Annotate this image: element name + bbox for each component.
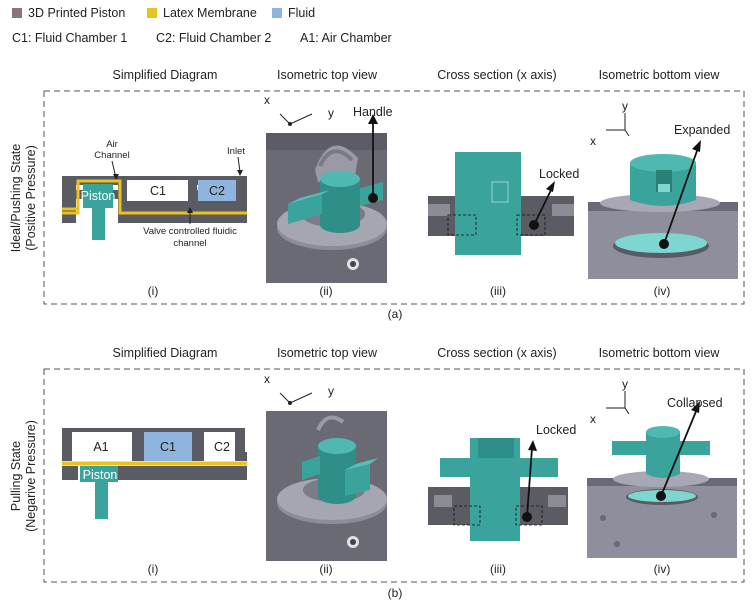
piston-stem-b	[95, 482, 108, 519]
bottom-view-callout: Expanded	[674, 123, 730, 137]
panel-a-state-line2: (Positive Pressure)	[24, 145, 38, 251]
label-c2-b: C2	[214, 440, 230, 454]
top-view-callout: Handle	[353, 105, 393, 119]
column-title-top-view: Isometric top view	[277, 68, 378, 82]
column-title-simplified: Simplified Diagram	[113, 68, 218, 82]
panel-b-sublabel-i: (i)	[148, 562, 159, 576]
panel-a-simplified-diagram: Piston C1 C2 Air Channel Inlet Valve con…	[62, 139, 247, 249]
top-view-axis-y-b: y	[328, 384, 334, 398]
legend: 3D Printed Piston Latex Membrane Fluid C…	[12, 6, 392, 45]
collapsed-marker	[656, 491, 666, 501]
panel-b-state-line2: (Negarive Pressure)	[24, 420, 38, 532]
label-valve-line2: channel	[173, 238, 206, 249]
fluid-chamber-c2	[198, 180, 236, 201]
handle-marker	[368, 193, 378, 203]
panel-a-bottom-view: y x Expanded	[588, 99, 738, 279]
column-title-top-view-b: Isometric top view	[277, 346, 378, 360]
panel-b-sublabel-ii: (ii)	[319, 562, 332, 576]
label-c2: C2	[209, 184, 225, 198]
top-view-axis-y: y	[328, 106, 334, 120]
latex-membrane	[62, 179, 247, 215]
legend-abbr-c2: C2: Fluid Chamber 2	[156, 31, 271, 45]
panel-b-sublabel-iii: (iii)	[490, 562, 506, 576]
piston-head	[83, 184, 113, 208]
column-title-bottom-view-b: Isometric bottom view	[599, 346, 721, 360]
label-c1-b: C1	[160, 440, 176, 454]
legend-swatch-piston	[12, 8, 22, 18]
column-title-cross-section: Cross section (x axis)	[437, 68, 556, 82]
legend-abbr-c1: C1: Fluid Chamber 1	[12, 31, 127, 45]
panel-a: Simplified Diagram Isometric top view Cr…	[9, 68, 745, 321]
panel-b: Simplified Diagram Isometric top view Cr…	[9, 346, 745, 600]
cross-section-callout-b: Locked	[536, 423, 576, 437]
fluid-chamber-c1	[144, 432, 192, 461]
column-title-cross-section-b: Cross section (x axis)	[437, 346, 556, 360]
column-title-simplified-b: Simplified Diagram	[113, 346, 218, 360]
legend-abbr-a1: A1: Air Chamber	[300, 31, 392, 45]
panel-b-sublabel-iv: (iv)	[654, 562, 671, 576]
label-valve-line1: Valve controlled fluidic	[143, 226, 237, 237]
label-air-channel-line1: Air	[106, 139, 118, 150]
legend-label-piston: 3D Printed Piston	[28, 6, 125, 20]
legend-label-fluid: Fluid	[288, 6, 315, 20]
top-view-axis-x-b: x	[264, 372, 270, 386]
panel-a-tag: (a)	[388, 307, 403, 321]
panel-b-simplified-diagram: A1 C1 C2 Piston	[62, 428, 249, 519]
piston-cross-section	[455, 152, 521, 255]
legend-swatch-fluid	[272, 8, 282, 18]
bottom-view-axis-x-b: x	[590, 412, 596, 426]
bottom-view-axis-y: y	[622, 99, 628, 113]
panel-b-bottom-view: y x Collapsed	[587, 377, 737, 558]
label-a1: A1	[93, 440, 108, 454]
panel-a-frame	[43, 90, 745, 305]
lock-marker	[529, 220, 539, 230]
label-piston: Piston	[81, 189, 116, 203]
panel-b-state-line1: Pulling State	[9, 441, 23, 511]
panel-b-top-view: x y	[264, 372, 387, 561]
panel-b-cross-section: Locked	[428, 423, 576, 541]
bottom-view-callout-b: Collapsed	[667, 396, 723, 410]
panel-b-tag: (b)	[388, 586, 403, 600]
panel-a-state-line1: Ideal/Pushing State	[9, 144, 23, 252]
lock-marker-b	[522, 512, 532, 522]
label-piston-b: Piston	[83, 468, 118, 482]
label-inlet: Inlet	[227, 146, 245, 157]
column-title-bottom-view: Isometric bottom view	[599, 68, 721, 82]
piston-head-b	[80, 466, 118, 482]
label-air-channel-line2: Channel	[94, 150, 129, 161]
panel-a-sublabel-iii: (iii)	[490, 284, 506, 298]
bottom-view-axis-x: x	[590, 134, 596, 148]
panel-a-sublabel-ii: (ii)	[319, 284, 332, 298]
piston-stem	[92, 208, 105, 240]
panel-a-top-view: x y Handle	[264, 93, 393, 283]
panel-a-cross-section: Locked	[428, 152, 579, 255]
cross-section-callout: Locked	[539, 167, 579, 181]
panel-a-sublabel-iv: (iv)	[654, 284, 671, 298]
panel-b-frame	[43, 368, 745, 583]
panel-a-sublabel-i: (i)	[148, 284, 159, 298]
top-view-axis-x: x	[264, 93, 270, 107]
label-c1: C1	[150, 184, 166, 198]
expanded-marker	[659, 239, 669, 249]
legend-swatch-membrane	[147, 8, 157, 18]
bottom-view-axis-y-b: y	[622, 377, 628, 391]
legend-label-membrane: Latex Membrane	[163, 6, 257, 20]
